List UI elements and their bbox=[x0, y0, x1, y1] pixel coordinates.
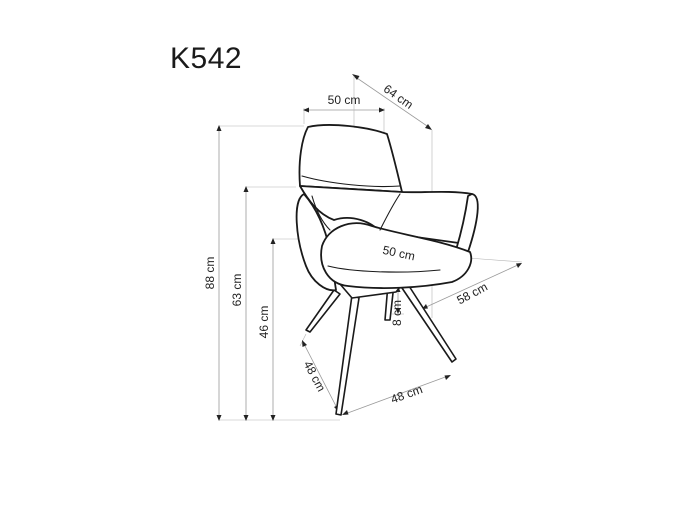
arrow-up bbox=[243, 186, 249, 192]
arrow-right bbox=[379, 107, 385, 113]
chair-seat bbox=[320, 222, 473, 289]
label-total-height: 88 cm bbox=[203, 257, 217, 290]
label-seat-thickness: 8 cm bbox=[390, 300, 404, 326]
label-armrest-height: 63 cm bbox=[230, 274, 244, 307]
chair-back-seam bbox=[301, 175, 401, 188]
arrow-right bbox=[444, 375, 451, 380]
arrow-down bbox=[243, 415, 249, 421]
label-base-width: 48 cm bbox=[389, 382, 425, 406]
dim-base-width bbox=[344, 375, 449, 415]
arrow-up bbox=[270, 238, 276, 244]
label-back-width: 50 cm bbox=[328, 93, 361, 107]
label-seat-width: 50 cm bbox=[381, 243, 416, 263]
arrow-downright bbox=[425, 124, 432, 130]
product-model-title: K542 bbox=[170, 42, 243, 75]
chair-backrest bbox=[298, 124, 403, 193]
chair-leg-front-left bbox=[335, 294, 360, 416]
label-seat-height: 46 cm bbox=[257, 306, 271, 339]
chair-back-seam-right bbox=[379, 193, 401, 231]
label-base-depth: 48 cm bbox=[301, 358, 329, 393]
ext-seat-depth bbox=[467, 257, 523, 263]
chair-seat-seam bbox=[327, 265, 441, 273]
arrow-upleft bbox=[352, 74, 360, 80]
arrow-right bbox=[516, 263, 522, 268]
label-total-depth: 64 cm bbox=[381, 82, 416, 112]
arrow-left bbox=[342, 410, 349, 415]
chair-leg-back-left bbox=[305, 289, 341, 333]
arrow-up bbox=[216, 125, 222, 131]
dim-seat-depth bbox=[423, 263, 521, 309]
ext-base-left bbox=[299, 333, 307, 347]
chair bbox=[295, 124, 479, 416]
arrow-up bbox=[302, 340, 307, 347]
dim-base-depth bbox=[302, 341, 339, 411]
arrow-down bbox=[216, 415, 222, 421]
arrow-down bbox=[270, 415, 276, 421]
arrow-left bbox=[303, 107, 309, 113]
label-seat-depth: 58 cm bbox=[454, 280, 489, 308]
chair-side-seam bbox=[311, 195, 331, 231]
arrow-down bbox=[395, 308, 401, 314]
dim-total-depth bbox=[353, 75, 431, 129]
